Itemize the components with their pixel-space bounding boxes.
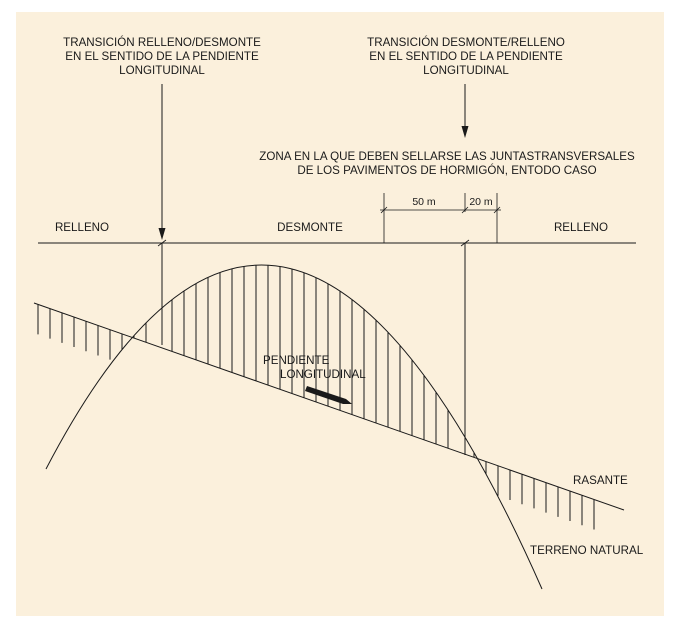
dimension-tick xyxy=(461,206,469,214)
transition-cut-fill-annotation: TRANSICIÓN DESMONTE/RELLENO EN EL SENTID… xyxy=(367,36,565,77)
slope-direction-arrow xyxy=(305,386,352,404)
zone-label-fill-right: RELLENO xyxy=(554,221,608,234)
cut-hatching xyxy=(171,265,449,449)
dimension-tick xyxy=(380,206,388,214)
fill-hatching-left xyxy=(37,304,147,360)
ground-line-label: TERRENO NATURAL xyxy=(530,544,644,557)
sealing-zone-line-1: ZONA EN LA QUE DEBEN SELLARSE LAS JUNTAS… xyxy=(259,150,635,163)
transition-cut-fill-line-1: TRANSICIÓN DESMONTE/RELLENO xyxy=(367,36,565,49)
dimension-20m-label: 20 m xyxy=(469,196,493,208)
transition-cut-fill-arrowhead xyxy=(461,126,469,138)
zone-label-fill-left: RELLENO xyxy=(55,221,109,234)
slope-label-line-2: LONGITUDINAL xyxy=(280,368,366,381)
dimension-tick xyxy=(493,206,501,214)
sealing-zone-annotation: ZONA EN LA QUE DEBEN SELLARSE LAS JUNTAS… xyxy=(259,150,635,177)
zone-label-cut: DESMONTE xyxy=(277,221,343,234)
transition-fill-cut-line-2: EN EL SENTIDO DE LA PENDIENTE xyxy=(65,50,259,63)
grade-line-label: RASANTE xyxy=(573,474,628,487)
dimension-50m-label: 50 m xyxy=(412,196,436,208)
transition-fill-cut-line-3: LONGITUDINAL xyxy=(119,64,205,77)
dimension-group: 50 m 20 m xyxy=(380,193,501,243)
transition-cut-fill-line-3: LONGITUDINAL xyxy=(423,64,509,77)
transition-fill-cut-arrowhead xyxy=(158,228,166,240)
transition-fill-cut-annotation: TRANSICIÓN RELLENO/DESMONTE EN EL SENTID… xyxy=(63,36,261,77)
transition-cut-fill-line-2: EN EL SENTIDO DE LA PENDIENTE xyxy=(369,50,563,63)
ground-line xyxy=(45,264,543,590)
slope-label-line-1: PENDIENTE xyxy=(263,354,330,367)
fill-hatching-right xyxy=(473,452,595,530)
transition-fill-cut-line-1: TRANSICIÓN RELLENO/DESMONTE xyxy=(63,36,261,49)
sealing-zone-line-2: DE LOS PAVIMENTOS DE HORMIGÓN, ENTODO CA… xyxy=(297,164,596,177)
